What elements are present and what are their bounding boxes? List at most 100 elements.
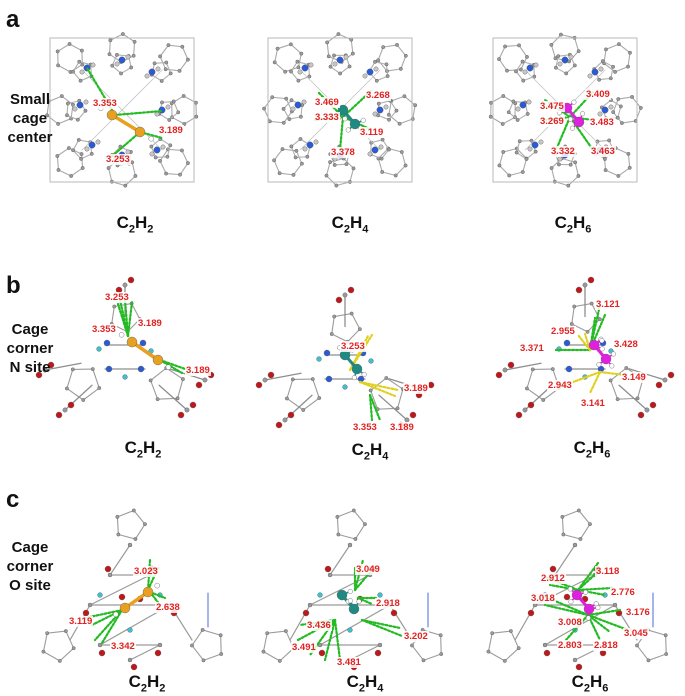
ring-bond <box>498 151 504 167</box>
guest-hydrogen-atom <box>583 589 589 595</box>
guest-hydrogen-atom <box>599 338 605 344</box>
ring-bond <box>171 116 185 125</box>
caption-a-c2h4: C2H4 <box>331 213 369 236</box>
framework-atom <box>501 150 506 154</box>
framework-atom <box>277 171 282 176</box>
guest-hydrogen-atom <box>580 111 586 117</box>
framework-atom <box>283 629 288 633</box>
ring-bond <box>346 328 361 343</box>
framework-atom <box>89 151 94 156</box>
distance-label: 3.491 <box>291 642 317 653</box>
framework-atom <box>129 65 134 70</box>
hydrogen-atom <box>557 61 563 67</box>
framework-atom <box>532 74 537 79</box>
ring-bond <box>56 147 70 157</box>
framework-atom <box>45 113 49 118</box>
ring-bond <box>66 387 84 401</box>
ring-bond <box>108 39 111 55</box>
oxygen-atom <box>67 401 75 409</box>
distance-label: 3.253 <box>105 154 131 165</box>
ring-bond <box>283 108 290 120</box>
framework-atom <box>165 154 170 159</box>
framework-atom <box>336 32 341 36</box>
framework-atom <box>79 156 83 161</box>
cage-edge <box>81 69 163 151</box>
oxygen-atom <box>649 401 657 409</box>
ring-bond <box>574 37 580 52</box>
contact-line <box>338 115 345 152</box>
ring-bond <box>179 162 189 176</box>
ring-bond <box>617 105 622 119</box>
framework-atom <box>380 137 385 142</box>
hydrogen-atom <box>373 66 379 72</box>
ring-bond <box>555 67 567 74</box>
guest-carbon-atom <box>106 109 118 121</box>
framework-atom <box>564 71 569 76</box>
framework-atom <box>520 170 525 174</box>
cyan-hydrogen-atom <box>317 592 323 598</box>
framework-atom <box>595 139 600 144</box>
ring-bond <box>561 516 564 536</box>
ring-bond <box>370 389 379 410</box>
nitrogen-atom <box>371 146 379 154</box>
ring-bond <box>151 74 163 82</box>
ring-bond <box>526 368 534 390</box>
distance-label: 3.253 <box>104 292 130 303</box>
distance-label: 3.189 <box>403 383 429 394</box>
framework-atom <box>347 64 352 69</box>
oxygen-atom <box>347 286 355 294</box>
oxygen-atom <box>543 649 551 657</box>
framework-atom <box>90 367 95 372</box>
ring-bond <box>302 397 320 411</box>
framework-atom <box>167 118 172 122</box>
distance-label: 3.268 <box>365 90 391 101</box>
framework-atom <box>334 183 339 188</box>
ring-bond <box>385 63 389 77</box>
bond <box>504 362 542 371</box>
oxygen-atom <box>515 411 523 419</box>
guest-hydrogen-atom <box>567 116 573 122</box>
framework-atom <box>612 602 618 608</box>
framework-atom <box>75 117 80 122</box>
guest-carbon-atom <box>152 354 164 366</box>
framework-atom <box>332 53 336 58</box>
ring-bond <box>382 139 390 151</box>
framework-atom <box>180 44 185 49</box>
ring-bond <box>111 65 122 75</box>
contact-line <box>548 583 580 592</box>
ring-bond <box>403 95 416 106</box>
ring-bond <box>167 44 183 48</box>
framework-atom <box>157 642 163 648</box>
oxygen-atom <box>255 381 263 389</box>
framework-atom <box>521 78 526 83</box>
contact-line <box>100 608 124 645</box>
framework-atom <box>506 110 511 115</box>
framework-atom <box>373 59 377 64</box>
framework-atom <box>112 304 117 309</box>
guest-hydrogen-atom <box>360 117 366 123</box>
framework-atom <box>368 388 373 393</box>
hydrogen-atom <box>84 146 90 152</box>
framework-atom <box>501 94 506 98</box>
distance-label: 3.409 <box>585 89 611 100</box>
ring-bond <box>42 632 48 653</box>
nitrogen-atom <box>139 339 147 347</box>
distance-label: 3.463 <box>590 146 616 157</box>
ring-bond <box>109 33 124 41</box>
framework-atom <box>497 163 502 168</box>
contact-line <box>543 603 590 617</box>
framework-atom <box>328 160 333 164</box>
distance-label: 3.378 <box>330 147 356 158</box>
ring-bond <box>165 367 184 380</box>
nitrogen-atom <box>336 56 344 64</box>
row-label-b-line3: N site <box>9 359 51 376</box>
guest-carbon-atom <box>119 602 131 614</box>
ring-bond <box>376 75 389 82</box>
ring-bond <box>72 139 80 151</box>
nitrogen-atom <box>601 106 609 114</box>
distance-label: 3.436 <box>306 620 332 631</box>
ring-bond <box>665 634 667 655</box>
ring-bond <box>516 151 528 160</box>
distance-label: 3.371 <box>519 343 545 354</box>
framework-atom <box>296 65 301 70</box>
